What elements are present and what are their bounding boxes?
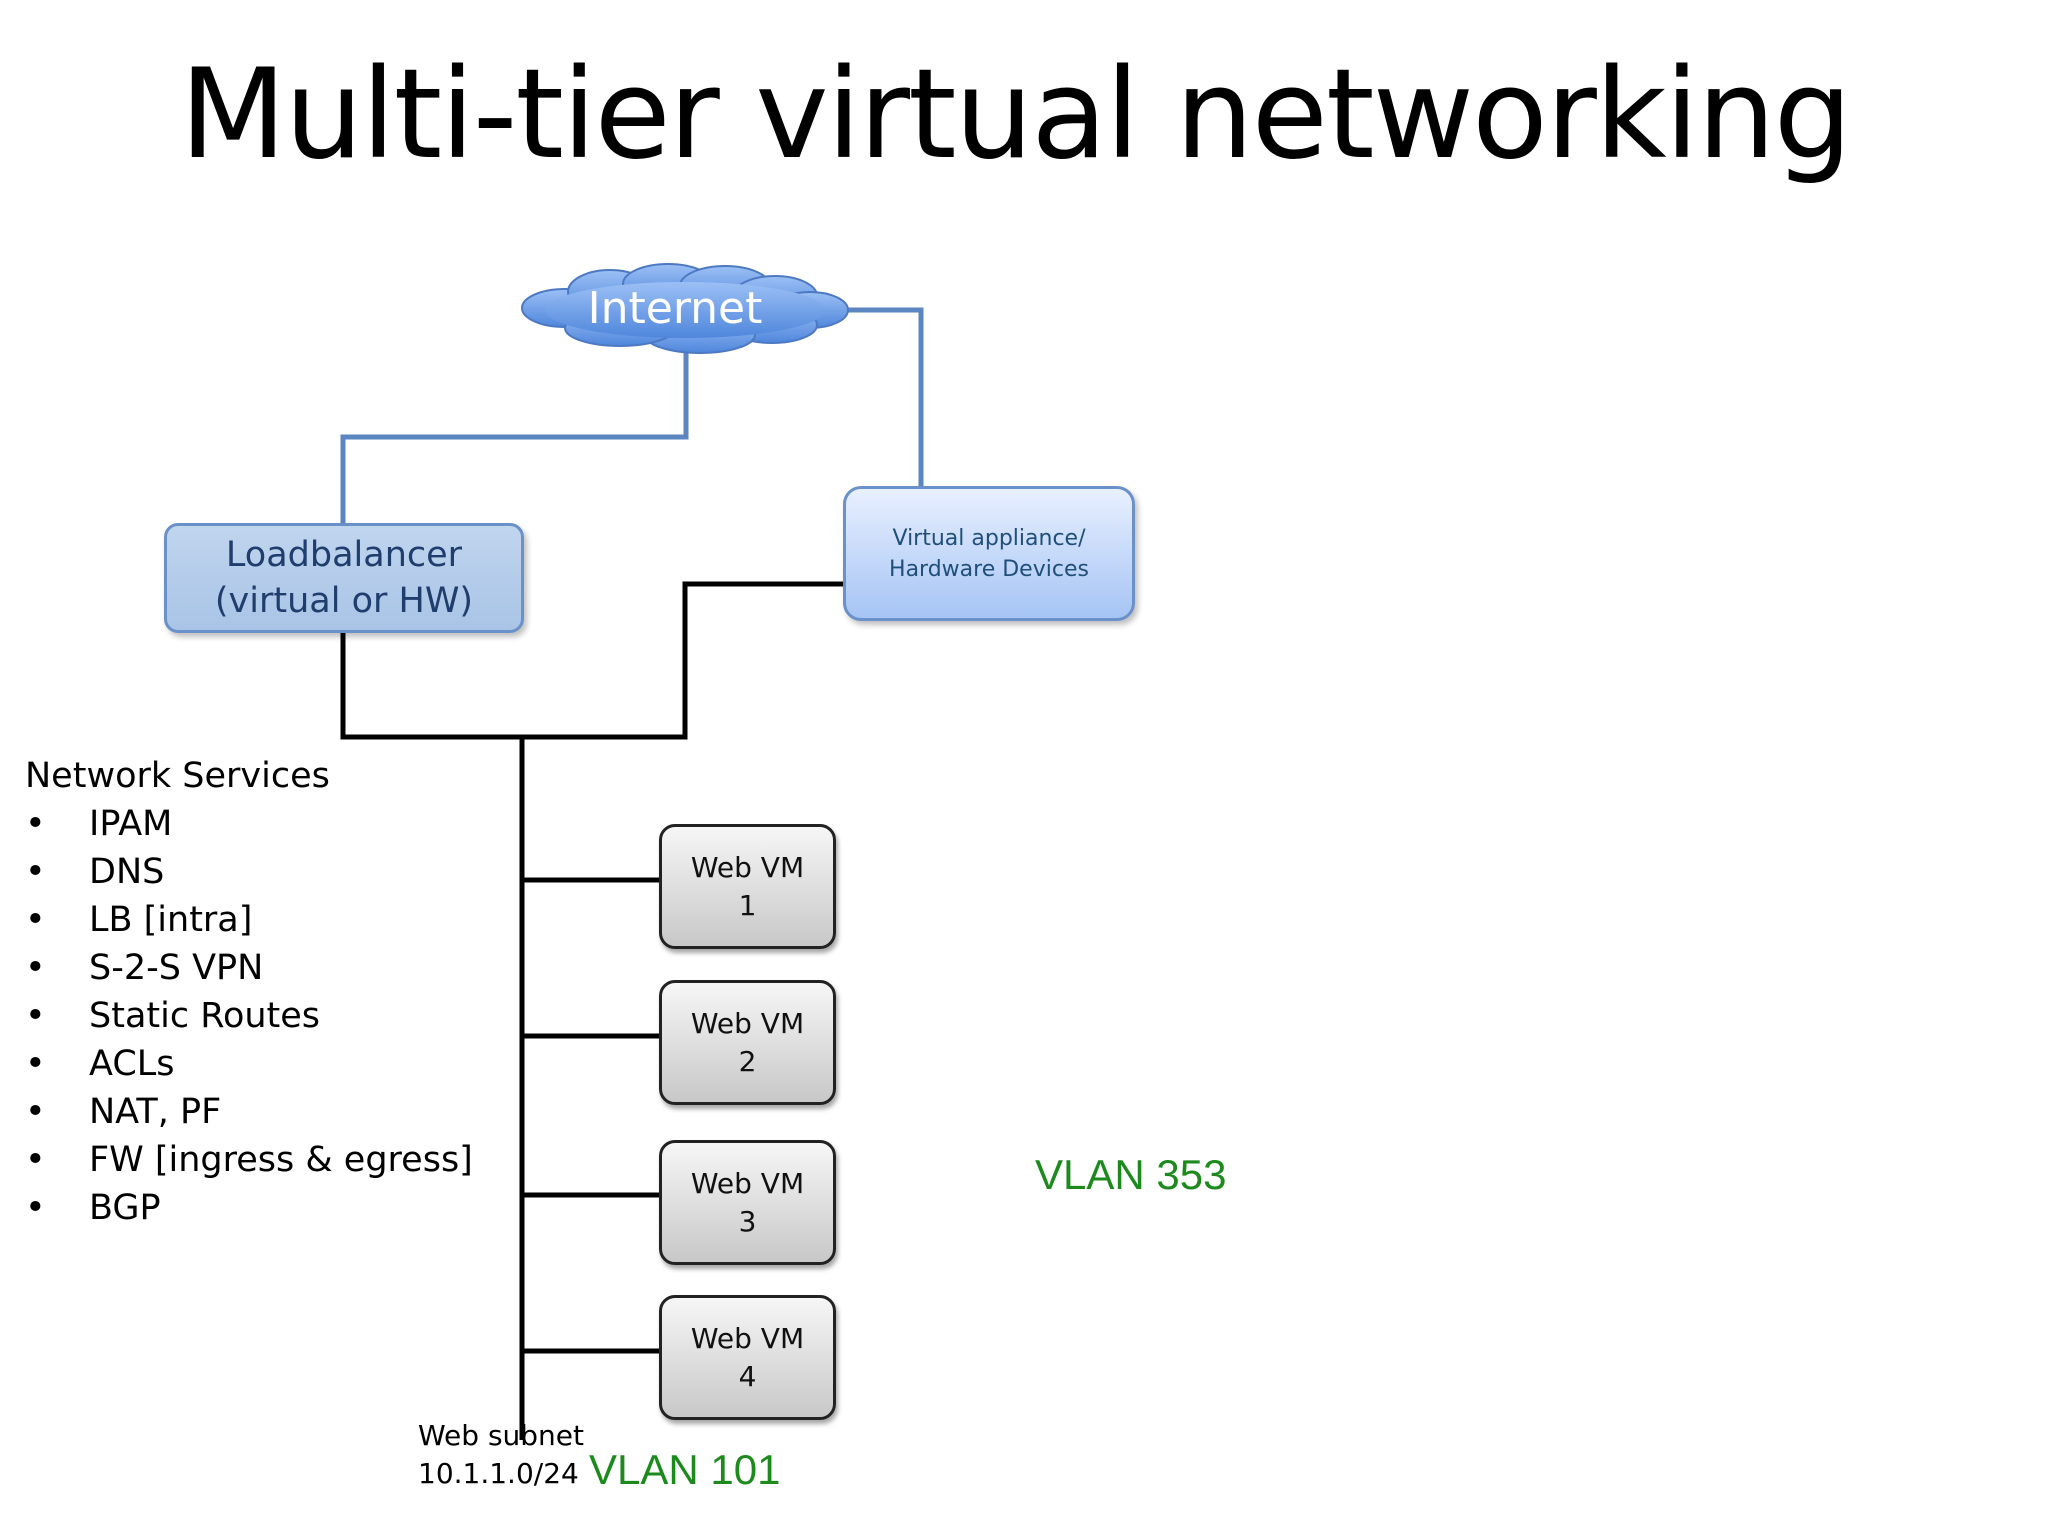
web-vm-node: Web VM 4 bbox=[659, 1295, 836, 1420]
loadbalancer-label-line1: Loadbalancer bbox=[225, 535, 463, 575]
list-item: • ACLs bbox=[25, 1040, 473, 1088]
bullet-icon: • bbox=[25, 1188, 46, 1228]
list-item: • FW [ingress & egress] bbox=[25, 1136, 473, 1184]
service-label: Static Routes bbox=[89, 996, 321, 1036]
loadbalancer-node: Loadbalancer (virtual or HW) bbox=[164, 523, 524, 633]
web-vm-number: 4 bbox=[738, 1359, 757, 1393]
web-vm-node: Web VM 3 bbox=[659, 1140, 836, 1265]
web-vm-label: Web VM bbox=[690, 850, 805, 884]
web-vm-label: Web VM bbox=[690, 1006, 805, 1040]
bullet-icon: • bbox=[25, 948, 46, 988]
service-label: NAT, PF bbox=[89, 1092, 222, 1132]
service-label: S-2-S VPN bbox=[89, 948, 264, 988]
list-item: • Static Routes bbox=[25, 992, 473, 1040]
web-vm-number: 2 bbox=[738, 1044, 757, 1078]
uplink-wire-loadbalancer bbox=[340, 350, 689, 523]
virtual-appliance-label-line1: Virtual appliance/ bbox=[892, 525, 1086, 551]
bullet-icon: • bbox=[25, 804, 46, 844]
bullet-icon: • bbox=[25, 852, 46, 892]
slide-title: Multi-tier virtual networking bbox=[179, 43, 1853, 187]
web-vm-label: Web VM bbox=[690, 1321, 805, 1355]
virtual-appliance-node: Virtual appliance/ Hardware Devices bbox=[843, 486, 1135, 621]
bullet-icon: • bbox=[25, 1092, 46, 1132]
network-services-list: Network Services • IPAM • DNS • LB [intra] … bbox=[25, 752, 473, 1232]
network-services-heading: Network Services bbox=[25, 756, 330, 796]
network-services-items: • IPAM • DNS • LB [intra] • S-2-S VPN • Stati… bbox=[25, 800, 473, 1232]
loadbalancer-label-line2: (virtual or HW) bbox=[214, 581, 474, 621]
bullet-icon: • bbox=[25, 1044, 46, 1084]
service-label: LB [intra] bbox=[89, 900, 253, 940]
list-item: • LB [intra] bbox=[25, 896, 473, 944]
bullet-icon: • bbox=[25, 900, 46, 940]
service-label: FW [ingress & egress] bbox=[89, 1140, 473, 1180]
service-label: DNS bbox=[89, 852, 165, 892]
web-vm-node: Web VM 1 bbox=[659, 824, 836, 949]
list-item: • IPAM bbox=[25, 800, 473, 848]
web-vm-node: Web VM 2 bbox=[659, 980, 836, 1105]
web-vm-number: 3 bbox=[738, 1204, 757, 1238]
web-vm-number: 1 bbox=[738, 888, 757, 922]
list-item: • BGP bbox=[25, 1184, 473, 1232]
list-item: • NAT, PF bbox=[25, 1088, 473, 1136]
bullet-icon: • bbox=[25, 1140, 46, 1180]
list-item: • DNS bbox=[25, 848, 473, 896]
internet-cloud-icon bbox=[521, 263, 849, 354]
uplink-wire-appliance bbox=[842, 307, 924, 486]
web-subnet-cidr: 10.1.1.0/24 bbox=[418, 1457, 579, 1490]
lan-wire-loadbalancer bbox=[340, 581, 848, 740]
web-vm-label: Web VM bbox=[690, 1166, 805, 1200]
vlan-101-label: VLAN 101 bbox=[589, 1446, 781, 1493]
service-label: BGP bbox=[89, 1188, 161, 1228]
bullet-icon: • bbox=[25, 996, 46, 1036]
list-item: • S-2-S VPN bbox=[25, 944, 473, 992]
virtual-appliance-label-line2: Hardware Devices bbox=[889, 556, 1089, 582]
service-label: IPAM bbox=[89, 804, 173, 844]
web-subnet-label: Web subnet 10.1.1.0/24 bbox=[418, 1417, 584, 1493]
vlan-353-label: VLAN 353 bbox=[1035, 1151, 1227, 1198]
web-subnet-name: Web subnet bbox=[418, 1419, 585, 1452]
service-label: ACLs bbox=[89, 1044, 175, 1084]
internet-label: Internet bbox=[587, 283, 763, 334]
